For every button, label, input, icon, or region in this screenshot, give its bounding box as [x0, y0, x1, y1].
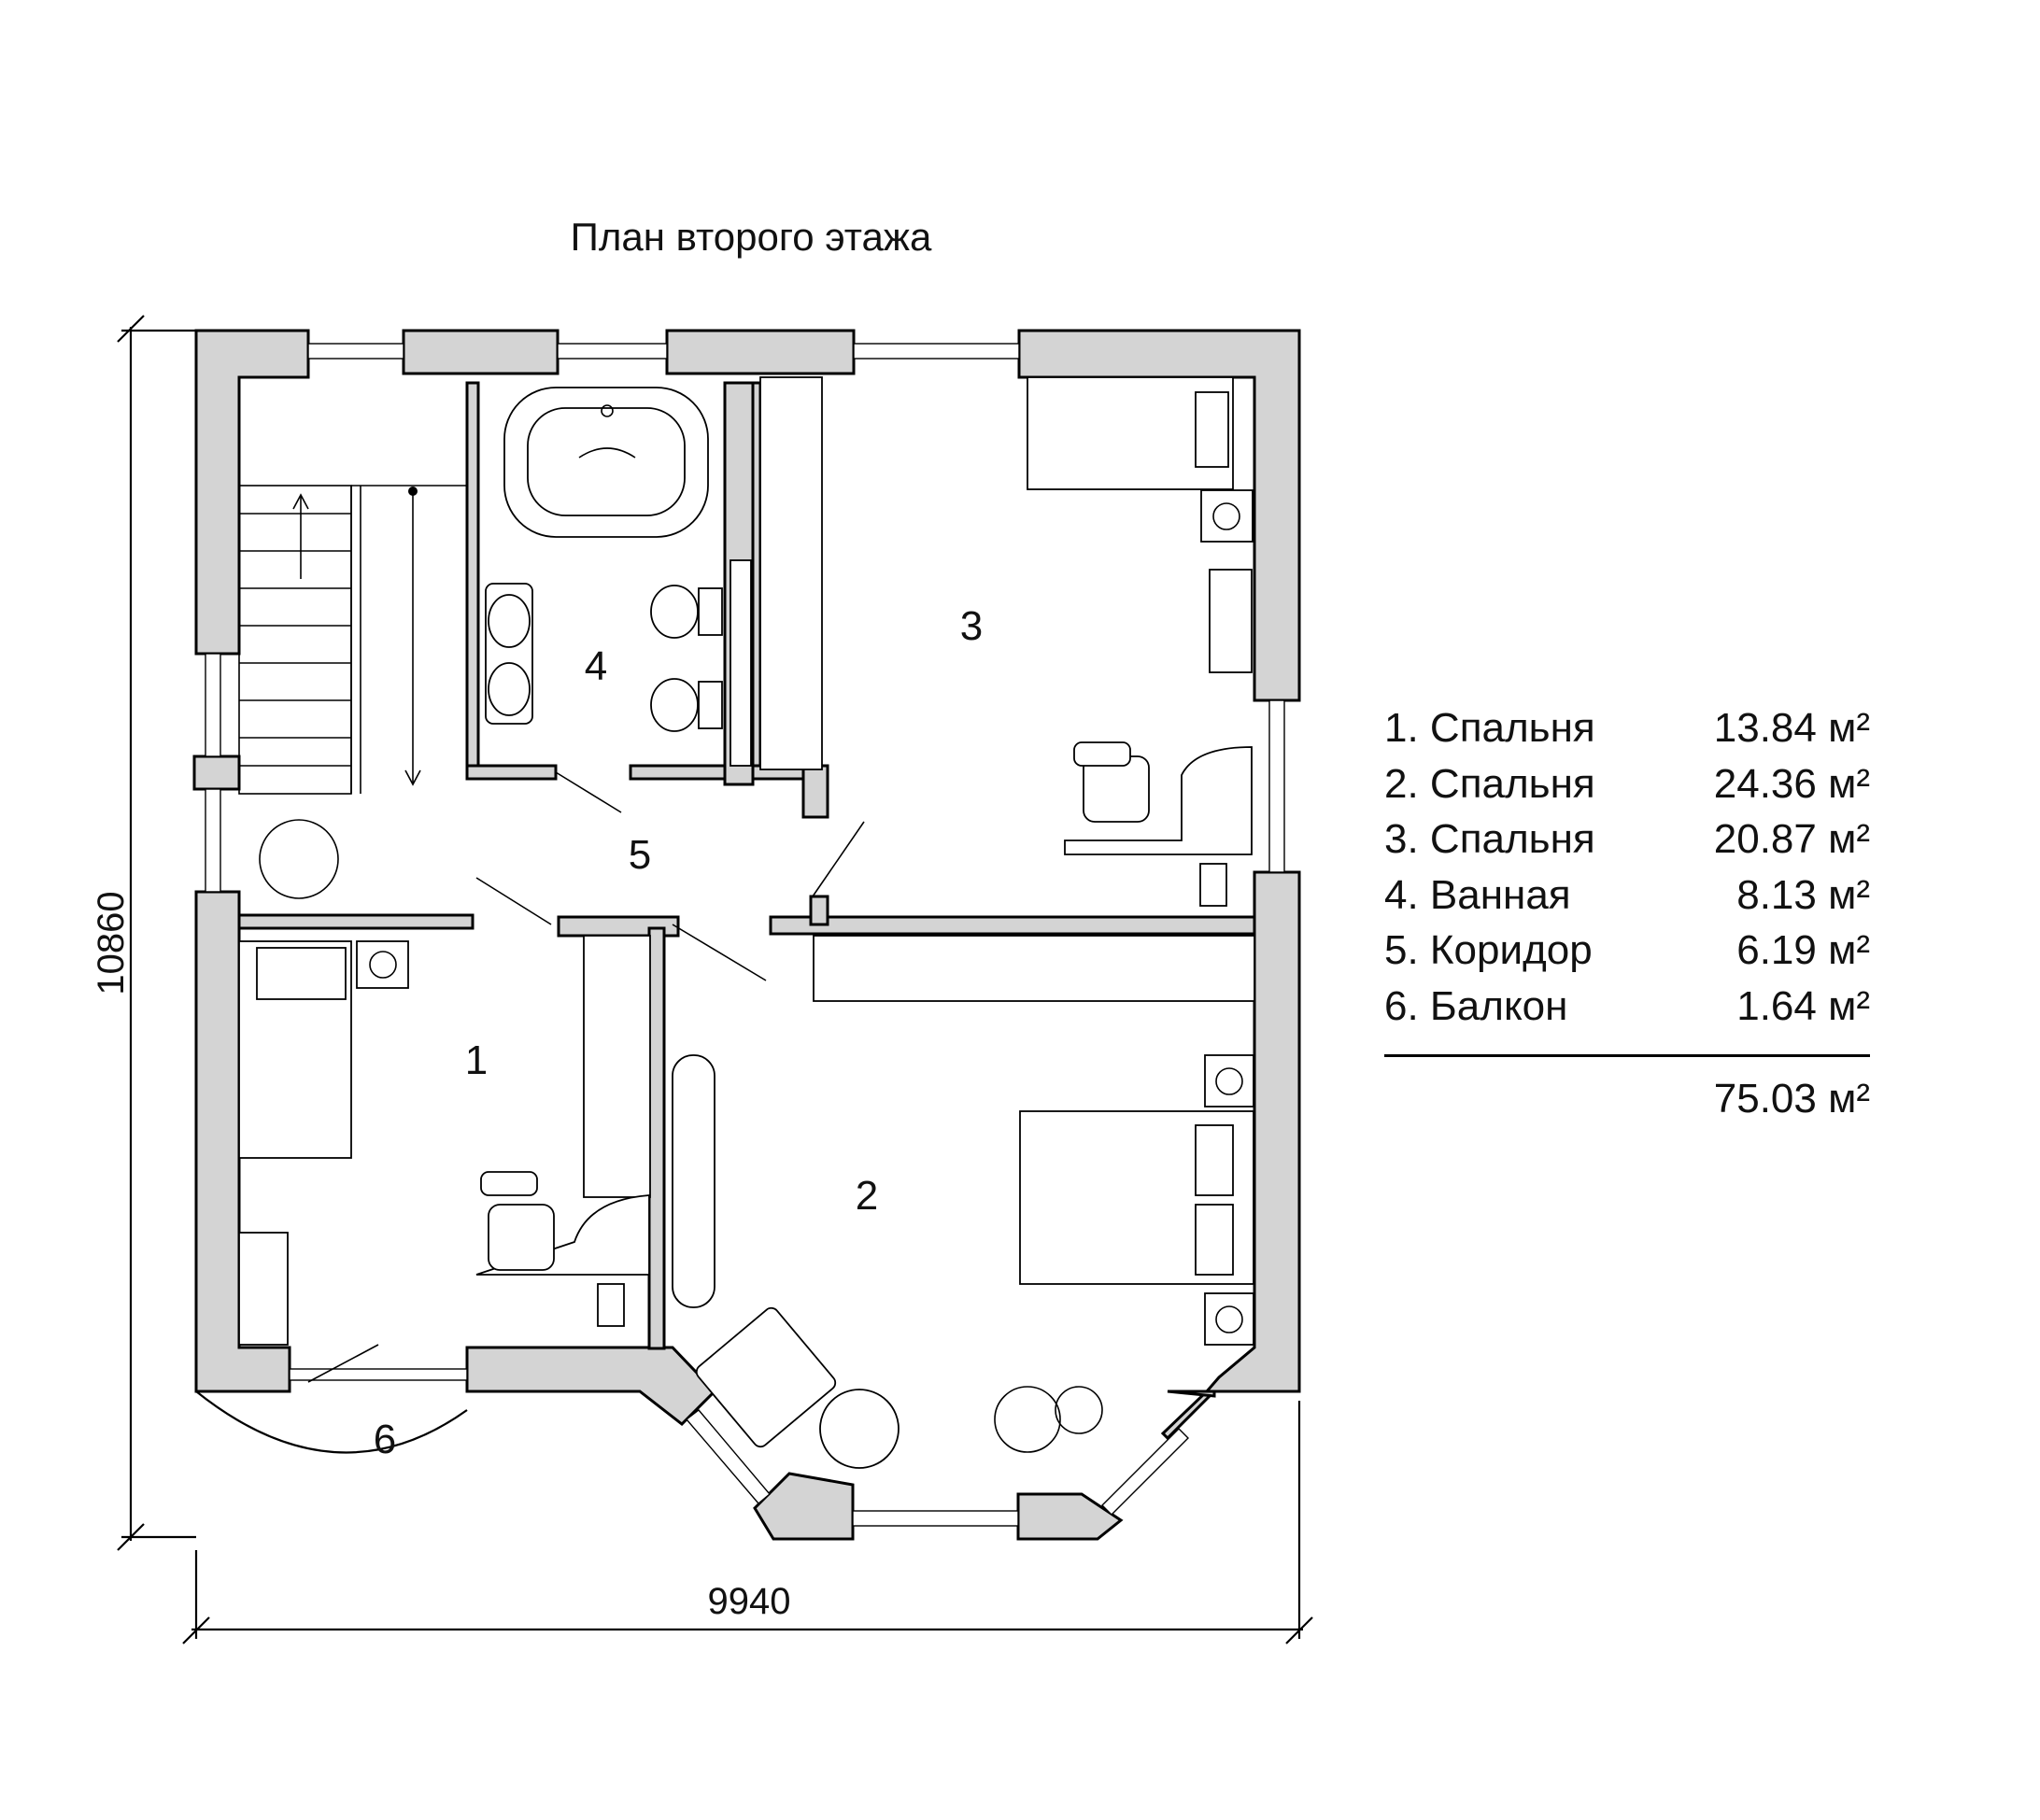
room-number-4: 4	[585, 643, 607, 689]
living-furniture	[259, 819, 1103, 1469]
wardrobes	[583, 376, 1255, 1198]
door-swings	[307, 771, 865, 1383]
legend-room-area: 20.87 м²	[1713, 816, 1870, 862]
legend-room-area: 8.13 м²	[1736, 871, 1870, 918]
balcony-outline	[195, 1390, 468, 1454]
plan-title: План второго этажа	[571, 215, 932, 259]
width-dimension-label: 9940	[708, 1581, 791, 1622]
bathroom-fixtures	[485, 387, 752, 767]
legend-row: 6. Балкон 1.64 м²	[1384, 979, 1870, 1035]
legend-row: 3. Спальня 20.87 м²	[1384, 811, 1870, 868]
beds	[238, 376, 1254, 1285]
legend-room-area: 1.64 м²	[1736, 982, 1870, 1029]
legend-row: 2. Спальня 24.36 м²	[1384, 756, 1870, 812]
legend-room-name: 4. Ванная	[1384, 871, 1571, 918]
legend-room-name: 5. Коридор	[1384, 927, 1593, 973]
legend-room-name: 6. Балкон	[1384, 982, 1568, 1029]
dimension-height: 10860	[91, 315, 196, 1551]
legend-total-area: 75.03 м²	[1713, 1076, 1870, 1122]
legend-room-area: 6.19 м²	[1736, 927, 1870, 973]
legend-row: 5. Коридор 6.19 м²	[1384, 923, 1870, 979]
legend-room-name: 1. Спальня	[1384, 705, 1595, 751]
bedside-tables	[356, 489, 1254, 1346]
legend-room-area: 24.36 м²	[1713, 760, 1870, 807]
room-number-6: 6	[374, 1417, 396, 1462]
room-number-5: 5	[629, 832, 651, 878]
legend-room-area: 13.84 м²	[1713, 705, 1870, 751]
windows	[205, 343, 1285, 1527]
room-numbers: 1 2 3 4 5 6	[374, 603, 983, 1462]
staircase	[238, 485, 467, 795]
room-number-2: 2	[856, 1173, 878, 1219]
legend-row: 4. Ванная 8.13 м²	[1384, 868, 1870, 924]
legend-room-name: 2. Спальня	[1384, 760, 1595, 807]
room-number-1: 1	[465, 1037, 488, 1083]
area-legend: 1. Спальня 13.84 м² 2. Спальня 24.36 м² …	[1384, 700, 1870, 1122]
height-dimension-label: 10860	[91, 891, 132, 995]
legend-divider	[1384, 1054, 1870, 1057]
room-number-3: 3	[960, 603, 983, 649]
legend-room-name: 3. Спальня	[1384, 816, 1595, 862]
dimension-width: 9940	[182, 1401, 1313, 1644]
desks-and-chairs	[238, 569, 1253, 1346]
legend-row: 1. Спальня 13.84 м²	[1384, 700, 1870, 756]
